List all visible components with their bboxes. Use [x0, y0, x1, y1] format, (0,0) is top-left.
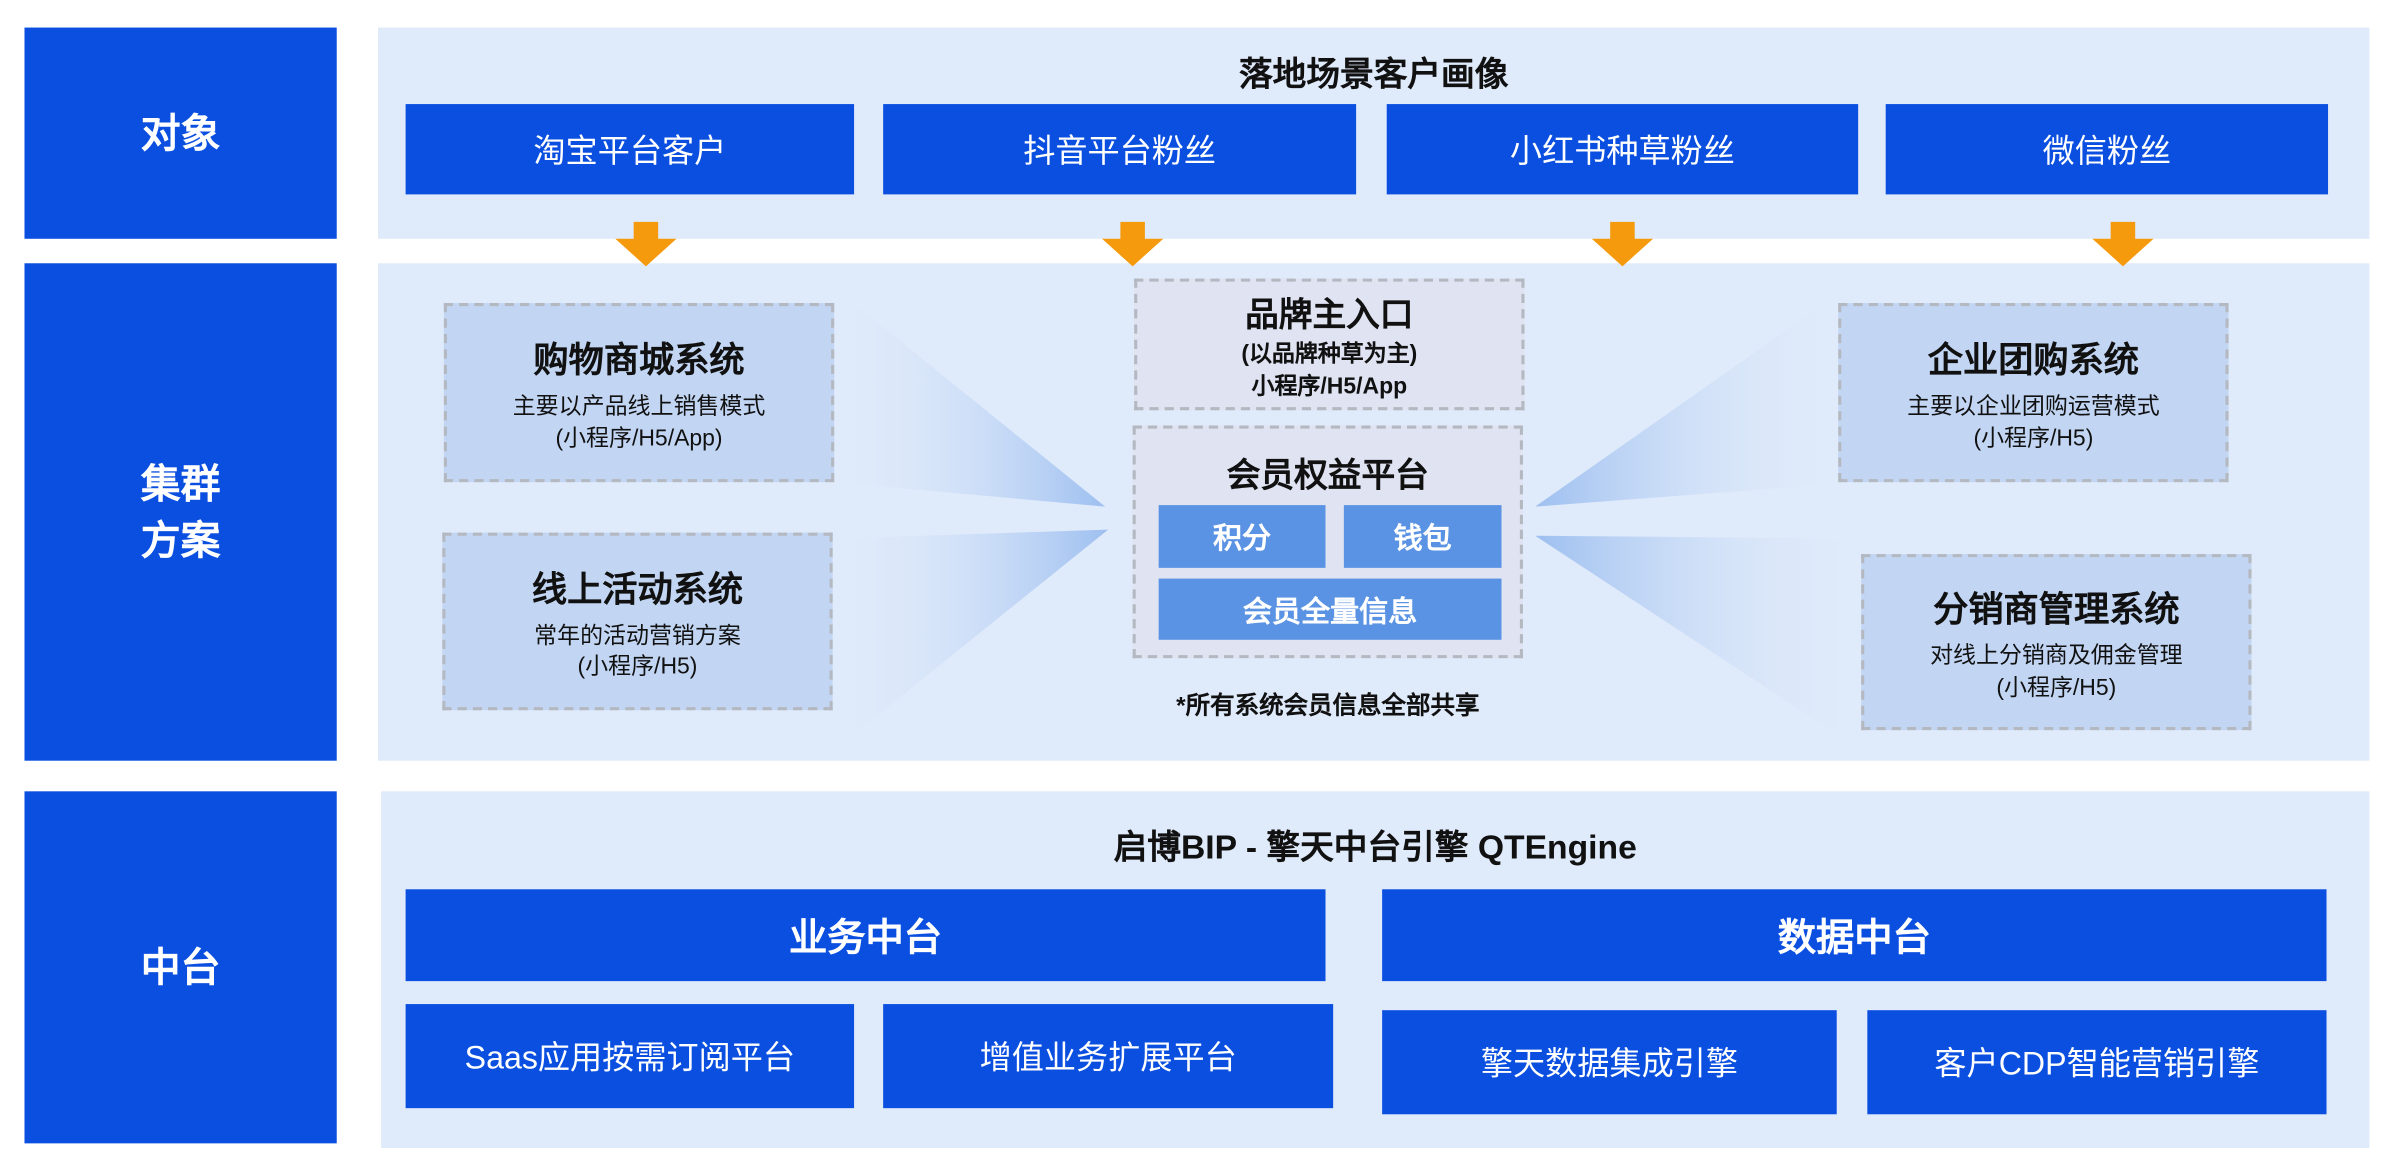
engine-title: 启博BIP - 擎天中台引擎 QTEngine: [1113, 828, 1637, 867]
brand-platform: 小程序/H5/App: [1251, 373, 1408, 400]
beam-shopping: [834, 287, 1106, 507]
system-title: 分销商管理系统: [1933, 589, 2180, 630]
system-desc: 常年的活动营销方案: [534, 622, 741, 649]
customer-profile-title: 落地场景客户画像: [1238, 55, 1509, 94]
beam-groupbuy: [1535, 293, 1839, 507]
brand-sub: (以品牌种草为主): [1241, 341, 1418, 368]
system-desc: 主要以产品线上销售模式: [512, 393, 766, 420]
side-label-middle: 中台: [24, 791, 337, 1144]
data-integration-engine: 擎天数据集成引擎: [1382, 1010, 1837, 1115]
segment-xiaohongshu: 小红书种草粉丝: [1386, 104, 1859, 195]
down-arrow-icon: [615, 221, 677, 267]
beam-activity: [834, 529, 1109, 750]
points-chip: 积分: [1158, 505, 1326, 568]
down-arrow-icon: [1591, 221, 1654, 267]
value-added-platform: 增值业务扩展平台: [883, 1004, 1334, 1109]
side-label-cluster: 集群 方案: [24, 263, 337, 761]
segment-douyin: 抖音平台粉丝: [883, 104, 1357, 195]
group-buy-system: 企业团购系统 主要以企业团购运营模式 (小程序/H5): [1838, 303, 2229, 483]
system-title: 线上活动系统: [531, 569, 744, 609]
cdp-marketing-engine: 客户CDP智能营销引擎: [1867, 1010, 2327, 1115]
system-title: 购物商城系统: [533, 340, 745, 380]
side-label-object: 对象: [24, 27, 337, 239]
wallet-chip: 钱包: [1343, 505, 1502, 568]
down-arrows: [615, 221, 2154, 267]
system-platform: (小程序/H5): [1996, 674, 2117, 701]
online-activity-system: 线上活动系统 常年的活动营销方案 (小程序/H5): [442, 532, 833, 711]
segment-wechat: 微信粉丝: [1885, 104, 2329, 195]
system-platform: (小程序/H5): [1973, 424, 2094, 451]
system-platform: (小程序/H5/App): [555, 424, 723, 451]
shopping-mall-system: 购物商城系统 主要以产品线上销售模式 (小程序/H5/App): [443, 303, 835, 483]
member-platform-title: 会员权益平台: [1226, 456, 1429, 495]
member-info-chip: 会员全量信息: [1158, 578, 1502, 640]
segment-taobao: 淘宝平台客户: [405, 104, 855, 195]
shared-note: *所有系统会员信息全部共享: [1176, 693, 1480, 720]
down-arrow-icon: [1102, 221, 1164, 267]
down-arrow-icon: [2092, 221, 2154, 267]
system-title: 企业团购系统: [1927, 340, 2140, 380]
system-desc: 主要以企业团购运营模式: [1907, 393, 2160, 420]
brand-title: 品牌主入口: [1245, 295, 1414, 334]
business-platform: 业务中台: [405, 889, 1326, 982]
system-desc: 对线上分销商及佣金管理: [1930, 643, 2183, 670]
saas-subscription-platform: Saas应用按需订阅平台: [405, 1004, 855, 1109]
data-platform: 数据中台: [1382, 889, 2327, 982]
brand-entry: 品牌主入口 (以品牌种草为主) 小程序/H5/App: [1134, 278, 1525, 411]
system-platform: (小程序/H5): [577, 653, 698, 680]
distributor-system: 分销商管理系统 对线上分销商及佣金管理 (小程序/H5): [1861, 554, 2252, 731]
